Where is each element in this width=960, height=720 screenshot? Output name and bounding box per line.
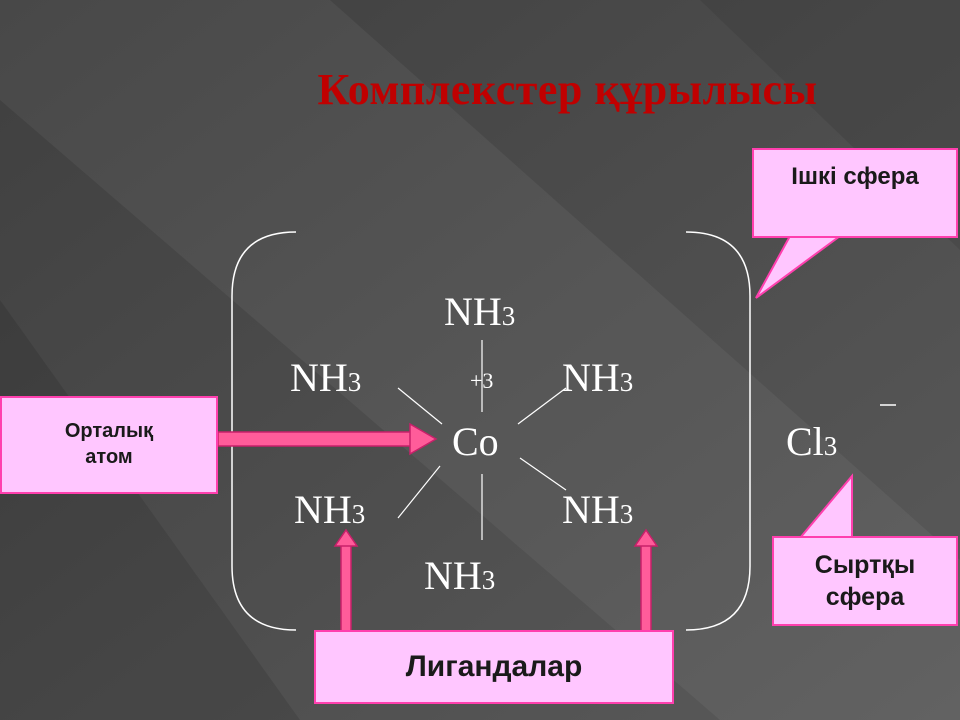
central-atom-charge: +3 — [470, 368, 494, 393]
outer-sphere-callout-tail — [797, 473, 853, 539]
ligand-lower-left: NH3 — [294, 487, 366, 532]
bond-lower-right — [519, 457, 567, 491]
ligand-lower-right: NH3 — [562, 487, 634, 532]
ligand-arrow-right — [633, 528, 659, 633]
ligands-label: Лигандалар — [405, 650, 583, 683]
inner-sphere-callout-tail — [755, 235, 844, 299]
inner-sphere-bracket-left — [231, 231, 297, 631]
ligands-callout: Лигандалар — [314, 630, 674, 704]
slide-title: Комплекстер құрылысы — [317, 65, 818, 114]
central-atom-label-line2: атом — [85, 446, 133, 468]
central-atom-label-line1: Орталық — [64, 420, 154, 442]
ligand-top: NH3 — [444, 289, 516, 334]
bond-lower-left — [397, 465, 441, 519]
bond-upper-right — [517, 387, 567, 425]
inner-sphere-label: Ішкі сфера — [791, 163, 919, 190]
ligand-upper-left: NH3 — [290, 355, 362, 400]
outer-sphere-label-line1: Сыртқы — [814, 551, 916, 579]
central-atom-callout: Орталық атом — [0, 396, 218, 494]
ligand-bottom: NH3 — [424, 553, 496, 598]
outer-sphere-callout: Сыртқы сфера — [772, 536, 958, 626]
central-atom-arrow — [217, 422, 438, 456]
central-atom: Co — [452, 419, 499, 464]
ligand-upper-right: NH3 — [562, 355, 634, 400]
inner-sphere-callout: Ішкі сфера — [752, 148, 958, 238]
ligand-arrow-left — [333, 528, 359, 633]
outer-sphere-ion: Cl3 — [786, 419, 838, 464]
outer-sphere-label-line2: сфера — [825, 583, 905, 611]
inner-sphere-bracket-right — [685, 231, 751, 631]
bond-upper-left — [397, 387, 443, 425]
